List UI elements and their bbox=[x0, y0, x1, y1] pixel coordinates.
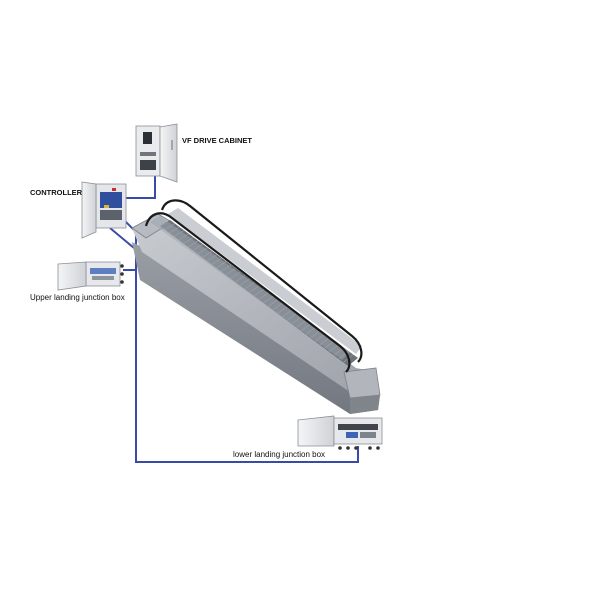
controller-label: CONTROLLER bbox=[30, 188, 83, 197]
wire-vfdrive-controller bbox=[126, 175, 156, 199]
controller-cabinet bbox=[81, 181, 127, 239]
upper-box-terminals bbox=[92, 276, 114, 280]
vf-drive-cabinet-label: VF DRIVE CABINET bbox=[182, 136, 253, 145]
escalator bbox=[131, 199, 381, 414]
upper-box-gland-1 bbox=[120, 264, 124, 268]
vf-drive-display bbox=[143, 132, 152, 144]
balustrade-left bbox=[150, 216, 350, 360]
upper-box-terminal-rail bbox=[90, 268, 116, 274]
handrail-left bbox=[144, 212, 351, 373]
lower-box-gland-4 bbox=[368, 446, 372, 450]
lower-box-blue-part bbox=[346, 432, 358, 438]
upper-landing-junction-box-label: Upper landing junction box bbox=[30, 293, 125, 302]
upper-box-gland-3 bbox=[120, 280, 124, 284]
lower-box-terminal-rail bbox=[338, 424, 378, 430]
lower-box-gland-5 bbox=[376, 446, 380, 450]
lower-box-gland-2 bbox=[346, 446, 350, 450]
wire-controller-truss bbox=[109, 227, 135, 249]
lower-box-body bbox=[333, 417, 383, 445]
lower-pit-front bbox=[350, 395, 380, 414]
balustrade-right bbox=[168, 208, 362, 354]
truss-top bbox=[132, 214, 380, 395]
lower-box-gland-3 bbox=[354, 446, 358, 450]
upper-box-gland-2 bbox=[120, 272, 124, 276]
controller-relays bbox=[100, 210, 122, 220]
lower-landing-junction-box bbox=[297, 415, 383, 450]
vf-drive-door[interactable] bbox=[159, 123, 178, 183]
upper-landing-junction-box bbox=[57, 261, 124, 291]
vf-drive-terminals bbox=[140, 160, 156, 170]
upper-box-door[interactable] bbox=[57, 261, 87, 291]
lower-landing-junction-box-label: lower landing junction box bbox=[233, 450, 326, 459]
controller-red-part bbox=[112, 188, 116, 191]
lower-box-terminals bbox=[360, 432, 376, 438]
lower-box-gland-1 bbox=[338, 446, 342, 450]
vf-drive-cabinet bbox=[135, 123, 178, 183]
controller-yellow-part bbox=[104, 205, 109, 208]
lower-landing-pit bbox=[343, 367, 381, 399]
vf-drive-breakers bbox=[140, 152, 156, 156]
handrail-right bbox=[160, 199, 363, 363]
lower-box-door[interactable] bbox=[297, 415, 335, 447]
controller-door[interactable] bbox=[81, 181, 97, 239]
controller-pcb bbox=[100, 192, 122, 208]
